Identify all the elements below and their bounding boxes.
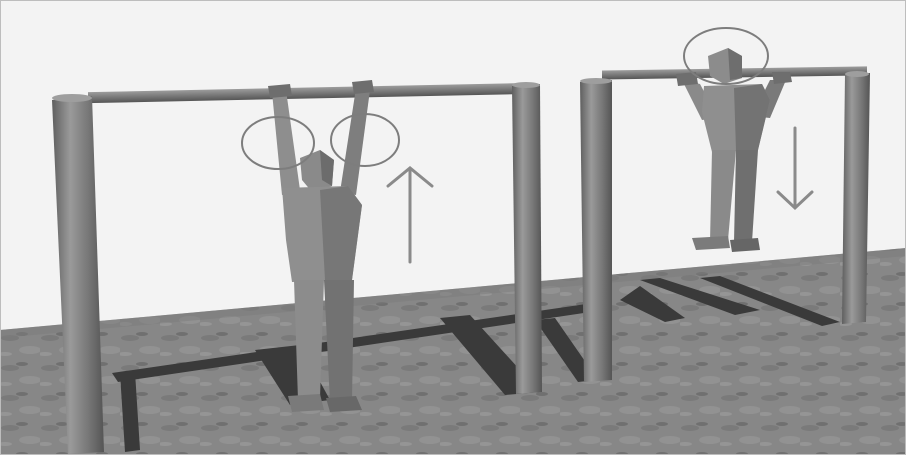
left-figure-leg-left (294, 280, 324, 400)
right-post-2 (842, 73, 870, 324)
right-post-1 (580, 80, 612, 382)
left-post-2 (512, 84, 542, 394)
